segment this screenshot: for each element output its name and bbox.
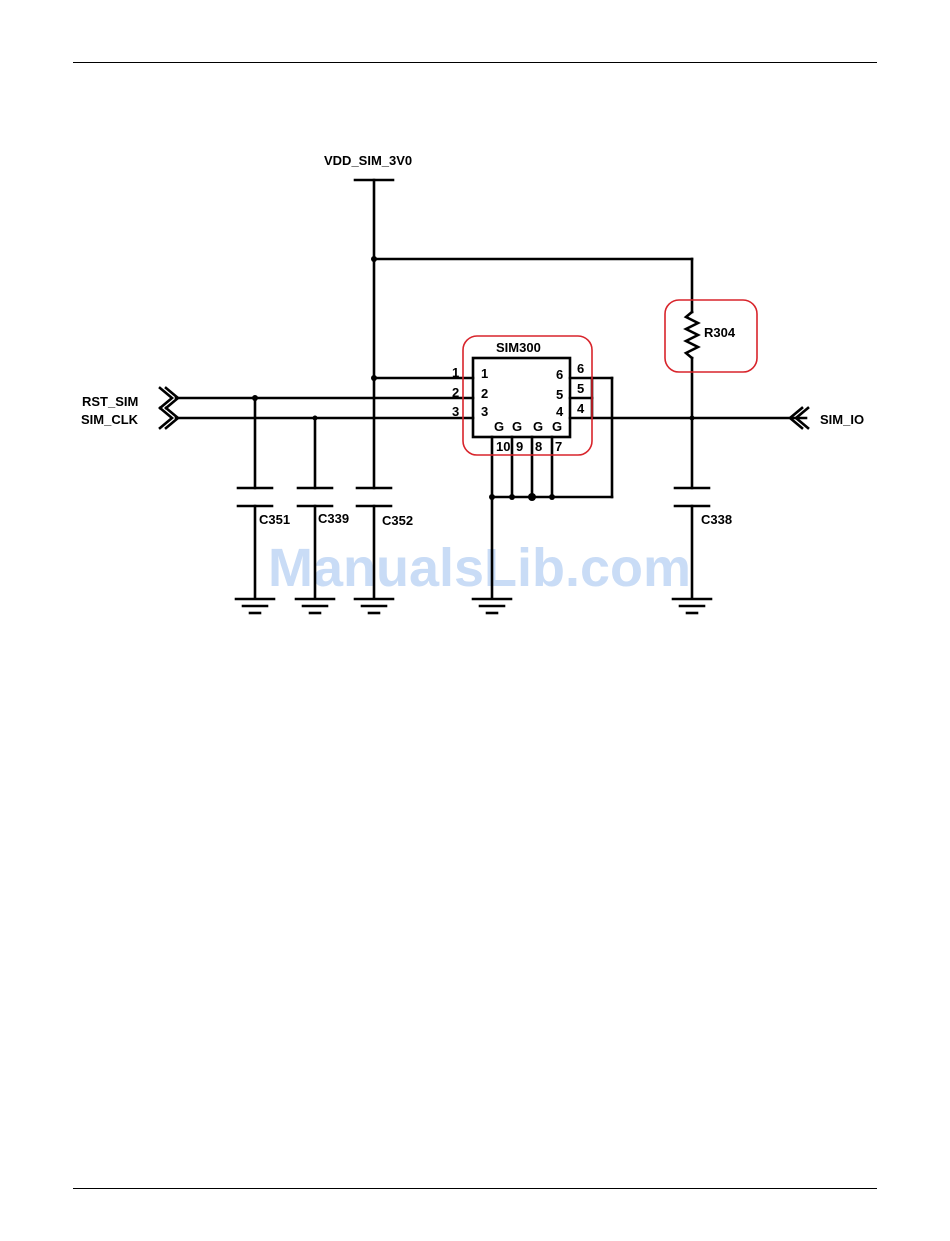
pin-number-outer-left: 2 — [452, 385, 459, 400]
junction-dot — [549, 494, 555, 500]
sim300-label: SIM300 — [496, 340, 541, 355]
r304-label: R304 — [704, 325, 736, 340]
pin-number-inner-right: 4 — [556, 404, 564, 419]
ground-symbol-c351 — [236, 599, 274, 613]
pin-number-inner-left: 1 — [481, 366, 488, 381]
pin-number-outer-left: 3 — [452, 404, 459, 419]
pin-number-outer-right: 6 — [577, 361, 584, 376]
junction-dot — [252, 395, 258, 401]
ground-pin-letter: G — [533, 419, 543, 434]
r304-resistor-symbol — [686, 312, 698, 358]
junction-dot — [528, 493, 536, 501]
ground-pin-letter: G — [512, 419, 522, 434]
junction-dot — [489, 494, 495, 500]
c339-label: C339 — [318, 511, 349, 526]
pin-number-bottom: 7 — [555, 439, 562, 454]
ground-pin-letter: G — [494, 419, 504, 434]
ground-symbol-c339 — [296, 599, 334, 613]
vdd-net-label: VDD_SIM_3V0 — [324, 153, 412, 168]
ground-pin-letter: G — [552, 419, 562, 434]
junction-dot — [371, 375, 377, 381]
pin-number-inner-right: 6 — [556, 367, 563, 382]
junction-dot — [371, 256, 377, 262]
ground-symbol-c338 — [673, 599, 711, 613]
pin-number-bottom: 8 — [535, 439, 542, 454]
pin-number-bottom: 10 — [496, 439, 510, 454]
c351-label: C351 — [259, 512, 290, 527]
sim-clk-label: SIM_CLK — [81, 412, 139, 427]
junction-dot — [690, 416, 695, 421]
pin-number-inner-right: 5 — [556, 387, 563, 402]
pin-number-inner-left: 3 — [481, 404, 488, 419]
c352-label: C352 — [382, 513, 413, 528]
pin-number-bottom: 9 — [516, 439, 523, 454]
ground-symbol-sim300 — [473, 599, 511, 613]
pin-number-outer-right: 5 — [577, 381, 584, 396]
rst-sim-label: RST_SIM — [82, 394, 138, 409]
pin-number-outer-left: 1 — [452, 365, 459, 380]
junction-dot — [313, 416, 318, 421]
junction-dot — [509, 494, 515, 500]
ground-symbol-c352 — [355, 599, 393, 613]
sim-io-label: SIM_IO — [820, 412, 864, 427]
pin-number-outer-right: 4 — [577, 401, 585, 416]
pin-number-inner-left: 2 — [481, 386, 488, 401]
watermark: ManualsLib.com — [268, 538, 691, 598]
c338-label: C338 — [701, 512, 732, 527]
